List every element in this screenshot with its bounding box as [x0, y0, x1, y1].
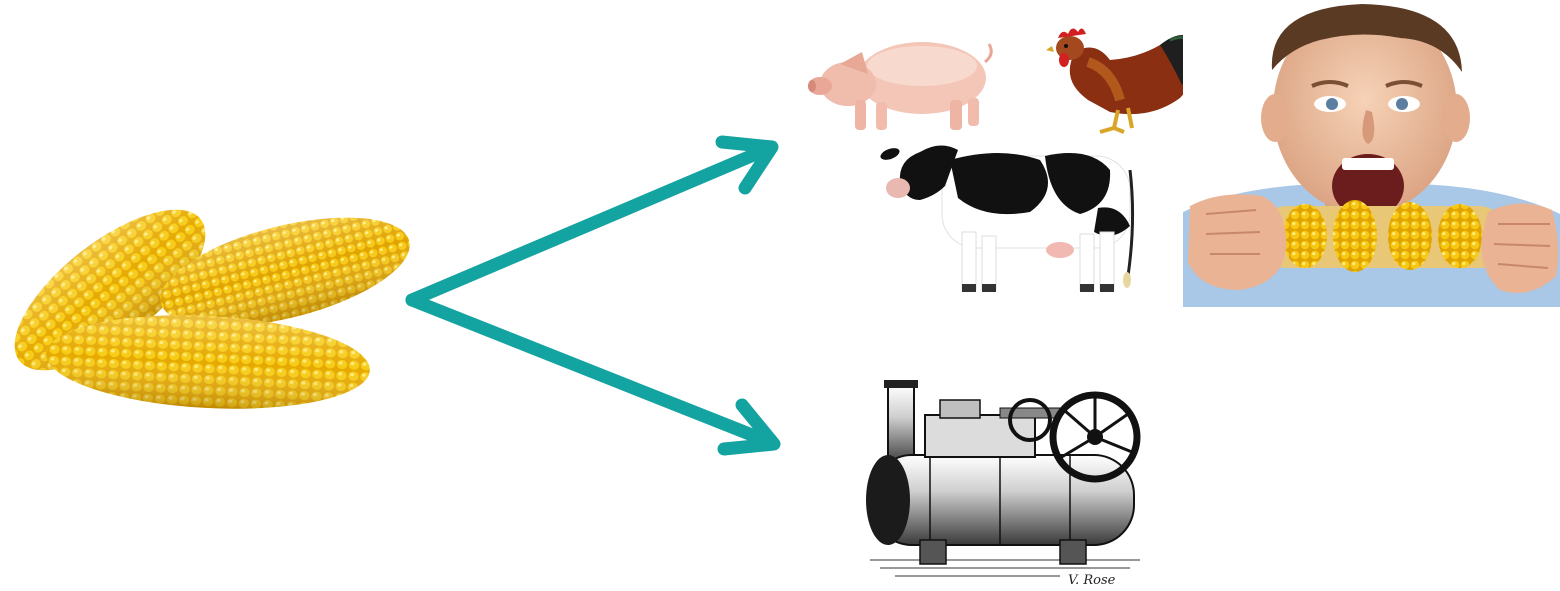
boy-eating-corn-image — [1183, 4, 1560, 307]
arrow-to-food-icon — [405, 135, 779, 307]
arrow-to-industry-icon — [405, 293, 781, 456]
eaten-corn-cob-icon — [1258, 200, 1508, 272]
engraving-signature: V. Rose — [1068, 573, 1116, 588]
steam-engine-icon: V. Rose — [866, 380, 1141, 588]
rooster-icon — [1046, 28, 1200, 134]
corn-cobs-icon — [14, 209, 410, 409]
cow-icon — [880, 145, 1135, 292]
pig-icon — [808, 42, 993, 130]
